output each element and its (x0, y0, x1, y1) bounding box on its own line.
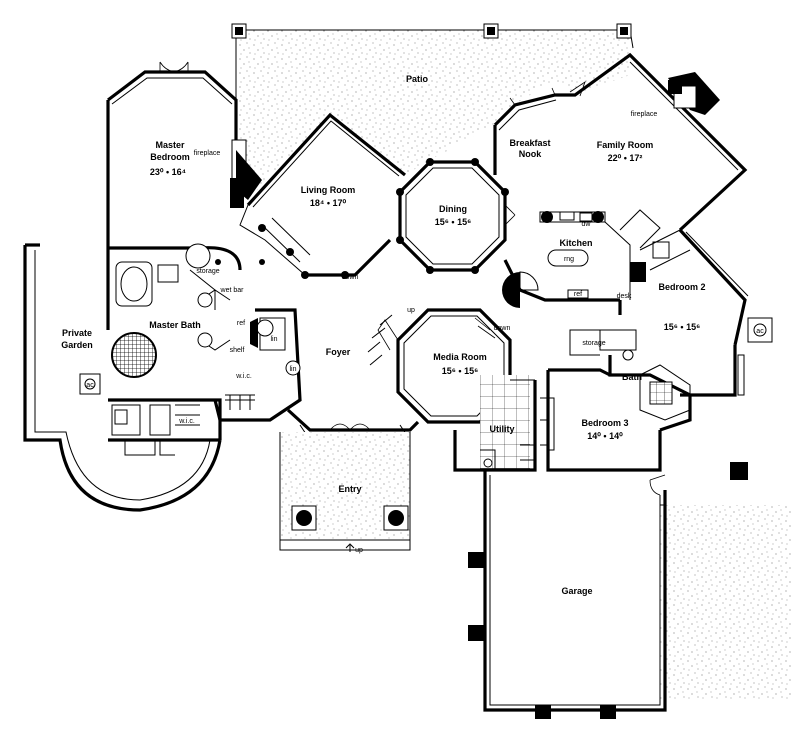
garage-label: Garage (561, 586, 592, 596)
private-garden-label-2: Garden (61, 340, 93, 350)
bedroom-2-dims: 15⁶ • 15⁶ (664, 322, 700, 332)
bath-walls (608, 349, 692, 432)
garage-walls (468, 462, 792, 719)
lin-2-label: lin (289, 366, 296, 373)
down-media-label: down (494, 325, 511, 332)
lin-1-label: lin (270, 336, 277, 343)
bath-ref-label: ref (237, 320, 245, 327)
bedroom-3-label: Bedroom 3 (581, 418, 628, 428)
desk-label: desk (617, 293, 632, 300)
media-room-dims: 15⁶ • 15⁶ (442, 366, 478, 376)
ac-left-label: ac (86, 382, 94, 389)
bedroom-3-walls (540, 368, 662, 472)
living-room-label: Living Room (301, 185, 356, 195)
bedroom-3-dims: 14⁰ • 14⁰ (587, 431, 623, 441)
ac-right-label: ac (756, 328, 764, 335)
entry-label: Entry (338, 484, 361, 494)
patio-label: Patio (406, 74, 429, 84)
utility-label: Utility (489, 424, 514, 434)
breakfast-nook-label-1: Breakfast (509, 138, 550, 148)
family-fireplace-label: fireplace (631, 111, 658, 118)
family-room-dims: 22⁰ • 17² (608, 153, 643, 163)
dining-label: Dining (439, 204, 467, 214)
utility-walls (453, 375, 537, 472)
private-garden-label-1: Private (62, 328, 92, 338)
living-room-walls (239, 112, 406, 279)
kitchen-label: Kitchen (559, 238, 592, 248)
private-garden-walls (23, 243, 222, 512)
patio-area (231, 23, 634, 200)
dining-dims: 15⁶ • 15⁶ (435, 217, 471, 227)
down-living-label: down (342, 274, 359, 281)
wic-master-label: w.i.c. (235, 373, 252, 380)
master-bedroom-walls (106, 61, 262, 250)
range-label: rng (564, 256, 574, 263)
master-bedroom-label-2: Bedroom (150, 152, 190, 162)
kitchen-walls (502, 209, 661, 308)
shelf-label: shelf (230, 347, 245, 354)
storage-master-label: storage (196, 268, 219, 275)
storage-bedroom2-label: storage (582, 340, 605, 347)
breakfast-nook-label-2: Nook (519, 149, 542, 159)
family-room-walls (493, 52, 748, 232)
foyer-label: Foyer (326, 347, 351, 357)
up-entry-label: up (355, 547, 363, 554)
up-stair-label: up (407, 307, 415, 314)
master-bedroom-label-1: Master (155, 140, 185, 150)
bath-label: Bath (622, 372, 642, 382)
master-bath-label: Master Bath (149, 320, 201, 330)
dishwasher-label: dw (582, 221, 592, 228)
bedroom-2-walls (569, 228, 773, 397)
master-fireplace-label: fireplace (194, 150, 221, 157)
wic-garden-label: w.i.c. (178, 418, 195, 425)
kitchen-ref-label: ref (574, 291, 582, 298)
dining-walls (396, 158, 516, 274)
bedroom-2-label: Bedroom 2 (658, 282, 705, 292)
family-room-label: Family Room (597, 140, 654, 150)
master-bath-walls (106, 243, 302, 422)
master-bedroom-dims: 23⁰ • 16⁴ (150, 167, 186, 177)
living-room-dims: 18⁴ • 17⁰ (310, 198, 347, 208)
media-room-label: Media Room (433, 352, 487, 362)
room-labels: Patio Master Bedroom 23⁰ • 16⁴ fireplace… (61, 74, 764, 596)
entry-area (279, 432, 411, 552)
wet-bar-label: wet bar (220, 287, 245, 294)
